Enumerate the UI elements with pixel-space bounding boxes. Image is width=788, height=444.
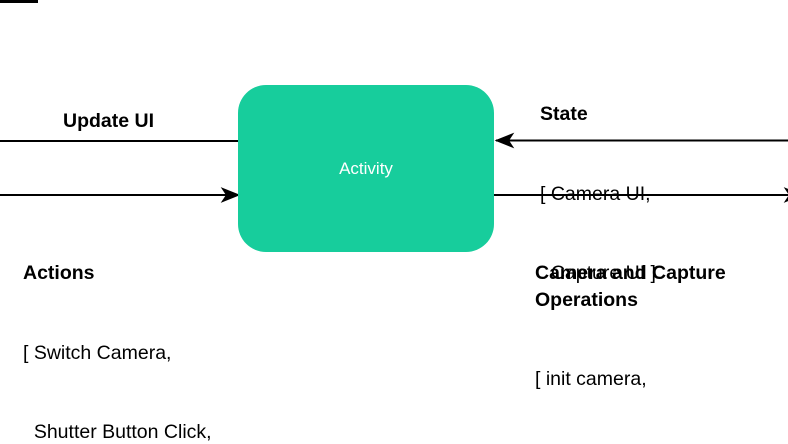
- camera-ops-item-line: [ init camera,: [535, 368, 647, 390]
- actions-callout: Actions [ Switch Camera, Shutter Button …: [23, 207, 259, 444]
- camera-ops-edge-label: Camera and Capture Operations: [535, 262, 726, 311]
- camera-ops-callout: Camera and Capture Operations [ init cam…: [535, 207, 775, 444]
- state-item-line: [ Camera UI,: [540, 182, 651, 205]
- activity-node: Activity: [238, 85, 494, 252]
- actions-edge-label: Actions: [23, 262, 95, 284]
- state-edge-label: State: [540, 103, 588, 125]
- actions-arrowhead-icon: [220, 187, 241, 203]
- state-item-line: Capture UI ]: [540, 262, 656, 284]
- state-arrowhead-icon: [494, 132, 515, 149]
- actions-item-line: [ Switch Camera,: [23, 341, 172, 364]
- top-edge-line-fragment: [0, 0, 38, 3]
- state-callout: State [ Camera UI, Capture UI ]: [540, 48, 656, 340]
- update-ui-edge-label: Update UI: [63, 110, 155, 132]
- actions-item-line: Shutter Button Click,: [23, 421, 212, 443]
- activity-node-label: Activity: [339, 158, 393, 178]
